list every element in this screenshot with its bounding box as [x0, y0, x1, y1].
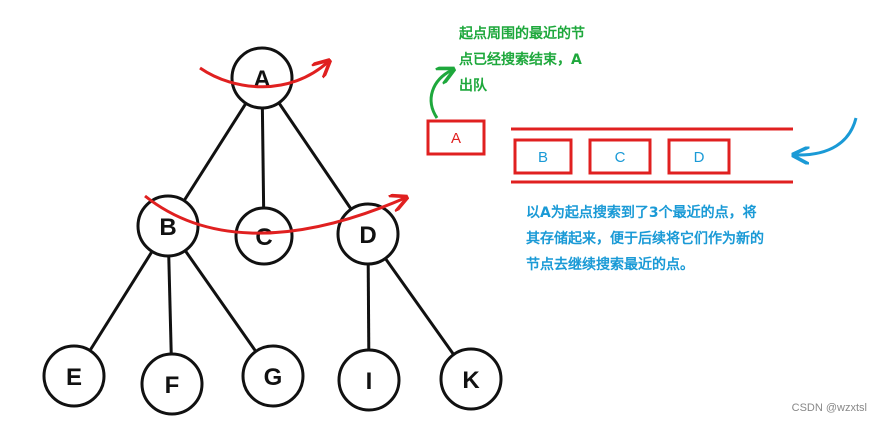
tree-node-C: C: [234, 206, 294, 266]
popped-item-label: A: [451, 130, 461, 147]
queue-item-2: D: [667, 138, 731, 175]
queue-item-label: D: [694, 149, 705, 166]
dequeue-arrow: [429, 70, 452, 119]
tree-node-label: E: [66, 364, 82, 391]
level-0-sweep-arrow: [199, 62, 328, 89]
queue-item-0: B: [513, 138, 573, 175]
tree-node-K: K: [439, 347, 503, 411]
tree-node-I: I: [337, 348, 401, 412]
tree-node-circle: [241, 344, 305, 408]
popped-item: A: [426, 119, 486, 156]
level-1-sweep-arrow: [144, 196, 405, 235]
tree-node-E: E: [42, 344, 106, 408]
tree-node-label: A: [253, 66, 270, 93]
queue-item-label: C: [615, 149, 626, 166]
tree-node-circle: [337, 348, 401, 412]
queue-item-label: B: [538, 149, 548, 166]
dequeue-note: 起点周围的最近的节 点已经搜索结束，A 出队: [459, 26, 585, 94]
tree-node-label: G: [264, 364, 283, 391]
tree-node-circle: [140, 352, 204, 416]
tree-node-label: C: [255, 224, 272, 251]
enqueue-note: 以A为起点搜索到了3个最近的点，将 其存储起来，便于后续将它们作为新的 节点去继…: [526, 205, 764, 273]
tree-node-circle: [136, 194, 200, 258]
tree-node-label: K: [462, 367, 480, 394]
tree-node-label: B: [159, 214, 176, 241]
watermark: CSDN @wzxtsl: [791, 402, 867, 414]
enqueue-arrow: [795, 117, 858, 155]
tree-node-A: A: [230, 46, 294, 110]
tree-node-G: G: [241, 344, 305, 408]
tree-node-label: I: [366, 368, 373, 395]
tree-node-circle: [439, 347, 503, 411]
tree-node-label: D: [359, 222, 376, 249]
tree-node-circle: [230, 46, 294, 110]
tree-node-F: F: [140, 352, 204, 416]
tree-node-B: B: [136, 194, 200, 258]
tree-node-circle: [42, 344, 106, 408]
tree-node-label: F: [165, 372, 180, 399]
tree-node-circle: [234, 206, 294, 266]
queue-item-1: C: [588, 138, 652, 175]
